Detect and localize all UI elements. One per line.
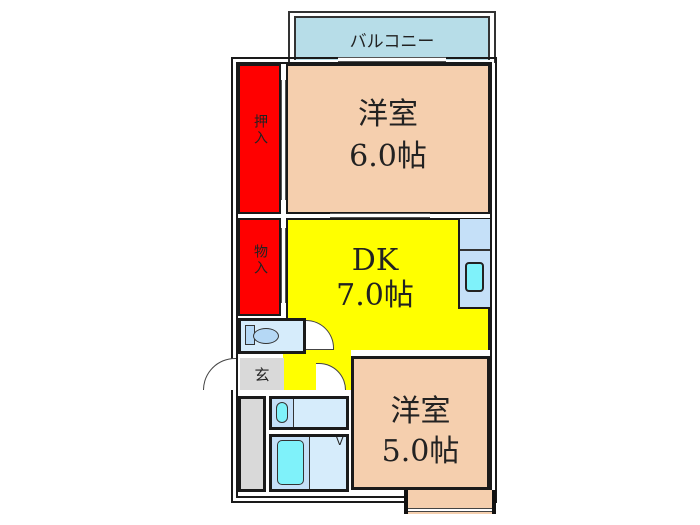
- washbasin-area: [269, 396, 349, 430]
- front-door[interactable]: [203, 358, 236, 390]
- kitchen-counter: [458, 219, 490, 309]
- bathroom: V: [269, 434, 349, 492]
- shoe-closet: [238, 396, 266, 492]
- toilet-bowl: [253, 328, 279, 344]
- entrance: 玄: [240, 358, 284, 390]
- dk-label-wrap: DK 7.0帖: [300, 243, 450, 313]
- bath-mark: V: [336, 435, 344, 448]
- closet-oshiire: 押入: [238, 64, 281, 214]
- kitchen-counter-divider: [460, 249, 490, 251]
- balcony: バルコニー: [294, 16, 490, 60]
- balcony-frame: [288, 11, 496, 63]
- room5-window-sash: [408, 508, 492, 512]
- closet-oshiire-label: 押入: [252, 114, 268, 146]
- toilet-room: [238, 318, 306, 354]
- balcony-label: バルコニー: [349, 32, 435, 52]
- balcony-sliding-door[interactable]: [338, 57, 446, 62]
- washbasin-bowl: [276, 402, 288, 423]
- storage-door[interactable]: [281, 228, 286, 303]
- inner-wall: [236, 62, 492, 498]
- western-room-5-size: 5.0帖: [381, 434, 460, 469]
- storage-monoire: 物入: [238, 218, 281, 316]
- western-room-6: 洋室 6.0帖: [286, 64, 490, 214]
- entrance-label: 玄: [254, 366, 270, 384]
- kitchen-sink: [465, 262, 484, 292]
- bathtub: [277, 440, 304, 485]
- western-room-5-name: 洋室: [390, 394, 451, 429]
- closet-door[interactable]: [281, 80, 286, 200]
- room6-door[interactable]: [330, 213, 430, 218]
- dk-size: 7.0帖: [336, 277, 414, 313]
- storage-monoire-label: 物入: [252, 244, 268, 276]
- western-room-5: 洋室 5.0帖: [351, 356, 490, 490]
- western-room-6-name: 洋室: [358, 97, 418, 132]
- dk-name: DK: [351, 243, 399, 278]
- western-room-6-size: 6.0帖: [349, 139, 427, 174]
